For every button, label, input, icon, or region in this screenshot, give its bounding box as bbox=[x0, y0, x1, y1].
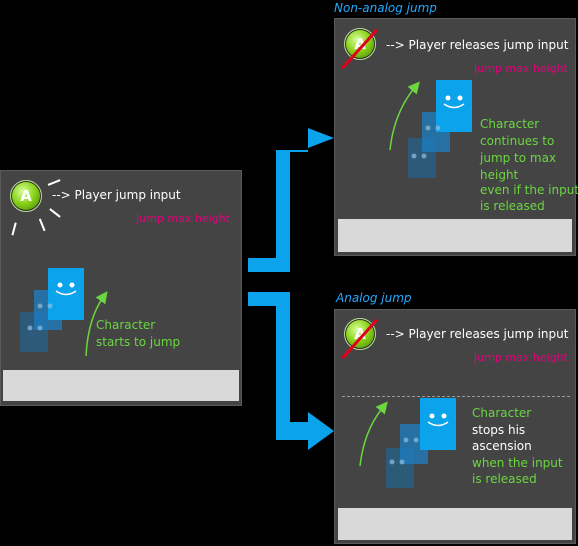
a-button-icon: A bbox=[10, 180, 42, 212]
non-analog-note-line-1: Character bbox=[480, 117, 540, 131]
analog-note-bold-1: stops his bbox=[472, 423, 526, 437]
character-face-icon bbox=[55, 95, 465, 427]
analog-note-tail-2: is released bbox=[472, 472, 537, 486]
jump-arc-arrow-icon bbox=[359, 401, 388, 467]
non-analog-heading: Non-analog jump bbox=[334, 1, 437, 15]
jump-arc-arrow-icon bbox=[389, 81, 420, 151]
start-note-line-2: starts to jump bbox=[96, 335, 181, 349]
non-analog-panel bbox=[334, 18, 576, 256]
start-input-text: --> Player jump input bbox=[52, 188, 181, 202]
character-icon bbox=[436, 80, 472, 132]
start-max-height-label: Jump max height bbox=[136, 212, 230, 225]
start-note-line-1: Character bbox=[96, 318, 156, 332]
jump-arc-arrow-icon bbox=[85, 291, 108, 357]
non-analog-note-line-6: is released bbox=[480, 199, 545, 213]
analog-input-text: --> Player releases jump input bbox=[386, 327, 569, 341]
analog-note-tail-1: when the input bbox=[472, 456, 563, 470]
analog-heading: Analog jump bbox=[336, 291, 412, 305]
non-analog-note-line-3: jump to max bbox=[480, 151, 557, 165]
analog-floor bbox=[338, 508, 572, 540]
analog-note-bold-2: ascension bbox=[472, 439, 532, 453]
start-panel bbox=[0, 170, 242, 406]
non-analog-max-height-label: Jump max height bbox=[474, 62, 568, 75]
analog-max-height-label: Jump max height bbox=[474, 351, 568, 364]
character-icon bbox=[420, 398, 456, 450]
start-floor bbox=[3, 370, 239, 401]
non-analog-input-text: --> Player releases jump input bbox=[386, 38, 569, 52]
non-analog-floor bbox=[338, 219, 572, 252]
non-analog-note-line-5: even if the input bbox=[480, 183, 578, 197]
transition-arrow-icon-down bbox=[248, 292, 334, 450]
non-analog-note-line-4: height bbox=[480, 168, 519, 182]
analog-note-line-1: Character bbox=[472, 406, 532, 420]
non-analog-note-line-2: continues to bbox=[480, 134, 555, 148]
stop-height-line bbox=[342, 396, 570, 397]
